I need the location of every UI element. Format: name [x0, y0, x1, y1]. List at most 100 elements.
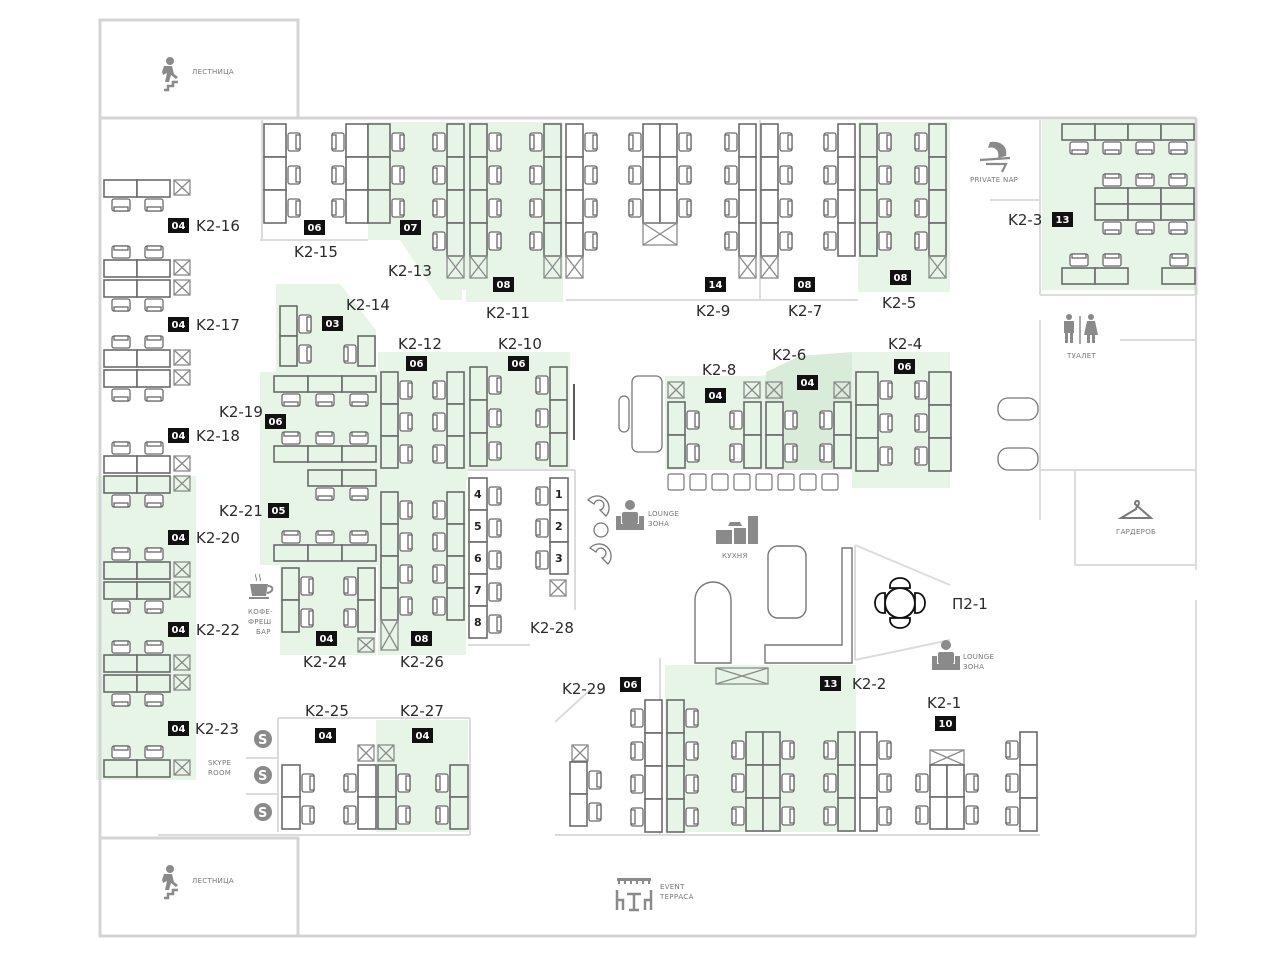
- zone-label[interactable]: K2-3: [1008, 211, 1042, 229]
- zone-label[interactable]: K2-11: [486, 304, 530, 322]
- zone-label[interactable]: K2-29: [562, 680, 606, 698]
- zone-area-k2-27[interactable]: [376, 720, 468, 832]
- zone-label[interactable]: K2-14: [346, 296, 390, 314]
- zone-label[interactable]: K2-26: [400, 653, 444, 671]
- zone-label[interactable]: K2-13: [388, 262, 432, 280]
- side-table: [618, 395, 630, 433]
- zone-label[interactable]: K2-25: [305, 702, 349, 720]
- chair: [1069, 141, 1089, 155]
- zone-label[interactable]: K2-28: [530, 619, 574, 637]
- zone-label[interactable]: K2-19: [219, 403, 263, 421]
- zone-label[interactable]: K2-16: [196, 217, 240, 235]
- chair: [878, 231, 892, 251]
- zone-п2-1[interactable]: П2-1: [952, 595, 988, 613]
- chair: [878, 198, 892, 218]
- chair: [1069, 253, 1089, 267]
- chair: [781, 740, 795, 760]
- seat-number[interactable]: 1: [555, 488, 563, 501]
- zone-k2-28[interactable]: K2-28: [530, 619, 574, 637]
- skype-icon[interactable]: S: [254, 766, 272, 784]
- zone-label[interactable]: K2-8: [702, 361, 736, 379]
- zone-k2-24[interactable]: K2-24 04: [303, 631, 347, 671]
- zone-label[interactable]: K2-7: [788, 302, 822, 320]
- seat-count-badge: 04: [412, 728, 433, 743]
- seat-count-badge: 04: [168, 428, 189, 443]
- seat-number[interactable]: 3: [555, 552, 563, 565]
- zone-k2-8[interactable]: K2-804: [702, 361, 736, 403]
- chair: [144, 388, 164, 402]
- zone-label[interactable]: K2-1: [927, 694, 961, 712]
- chair: [685, 774, 699, 794]
- zone-label[interactable]: K2-12: [398, 335, 442, 353]
- zone-k2-1[interactable]: K2-110: [927, 694, 961, 731]
- chair: [432, 412, 446, 432]
- round-meeting-table[interactable]: [874, 577, 926, 629]
- chair: [1135, 141, 1155, 155]
- storage-box: [446, 255, 465, 279]
- chair: [111, 745, 131, 759]
- zone-label[interactable]: П2-1: [952, 595, 988, 613]
- zone-label[interactable]: K2-18: [196, 427, 240, 445]
- zone-label[interactable]: K2-24: [303, 653, 347, 671]
- zone-k2-27[interactable]: K2-27 04: [400, 702, 444, 743]
- chair: [111, 441, 131, 455]
- zone-k2-6[interactable]: K2-604: [772, 346, 818, 390]
- desk: [357, 599, 376, 633]
- zone-k2-9[interactable]: K2-914: [696, 277, 730, 320]
- seat-number[interactable]: 6: [474, 552, 482, 565]
- zone-area-k2-6[interactable]: [766, 352, 852, 470]
- zone-label[interactable]: K2-27: [400, 702, 444, 720]
- zone-label[interactable]: K2-22: [196, 621, 240, 639]
- zone-label[interactable]: K2-6: [772, 346, 806, 364]
- zone-k2-5[interactable]: K2-508: [882, 270, 916, 312]
- seat-number[interactable]: 2: [555, 520, 563, 533]
- seat-number[interactable]: 4: [474, 488, 482, 501]
- desk: [136, 475, 171, 494]
- zone-label[interactable]: K2-17: [196, 316, 240, 334]
- zone-label[interactable]: K2-20: [196, 529, 240, 547]
- zone-label[interactable]: K2-23: [195, 720, 239, 738]
- chair: [879, 413, 893, 433]
- skype-icon[interactable]: S: [254, 803, 272, 821]
- zone-k2-7[interactable]: K2-708: [788, 277, 822, 320]
- zone-k2-18[interactable]: K2-18 04: [168, 427, 240, 445]
- zone-label[interactable]: K2-15: [294, 243, 338, 261]
- skype-icon[interactable]: S: [254, 730, 272, 748]
- zone-label[interactable]: K2-21: [219, 502, 263, 520]
- seat-number[interactable]: 5: [474, 520, 482, 533]
- zone-label[interactable]: K2-9: [696, 302, 730, 320]
- seat-count: 04: [172, 431, 186, 442]
- desk: [833, 434, 852, 469]
- desk: [380, 587, 399, 621]
- zone-k2-2[interactable]: K2-213: [820, 675, 886, 693]
- zone-label[interactable]: K2-2: [852, 675, 886, 693]
- seat-count: 04: [320, 634, 334, 645]
- seat-number[interactable]: 7: [474, 584, 482, 597]
- zone-label[interactable]: K2-4: [888, 335, 922, 353]
- seat-number[interactable]: 8: [474, 616, 482, 629]
- chair: [144, 441, 164, 455]
- lounge-1-label-line2: ЗОНА: [648, 520, 669, 528]
- zone-k2-4[interactable]: K2-406: [888, 335, 922, 374]
- zone-label[interactable]: K2-5: [882, 294, 916, 312]
- zone-label[interactable]: K2-10: [498, 335, 542, 353]
- desk: [469, 189, 488, 224]
- chair: [144, 494, 164, 508]
